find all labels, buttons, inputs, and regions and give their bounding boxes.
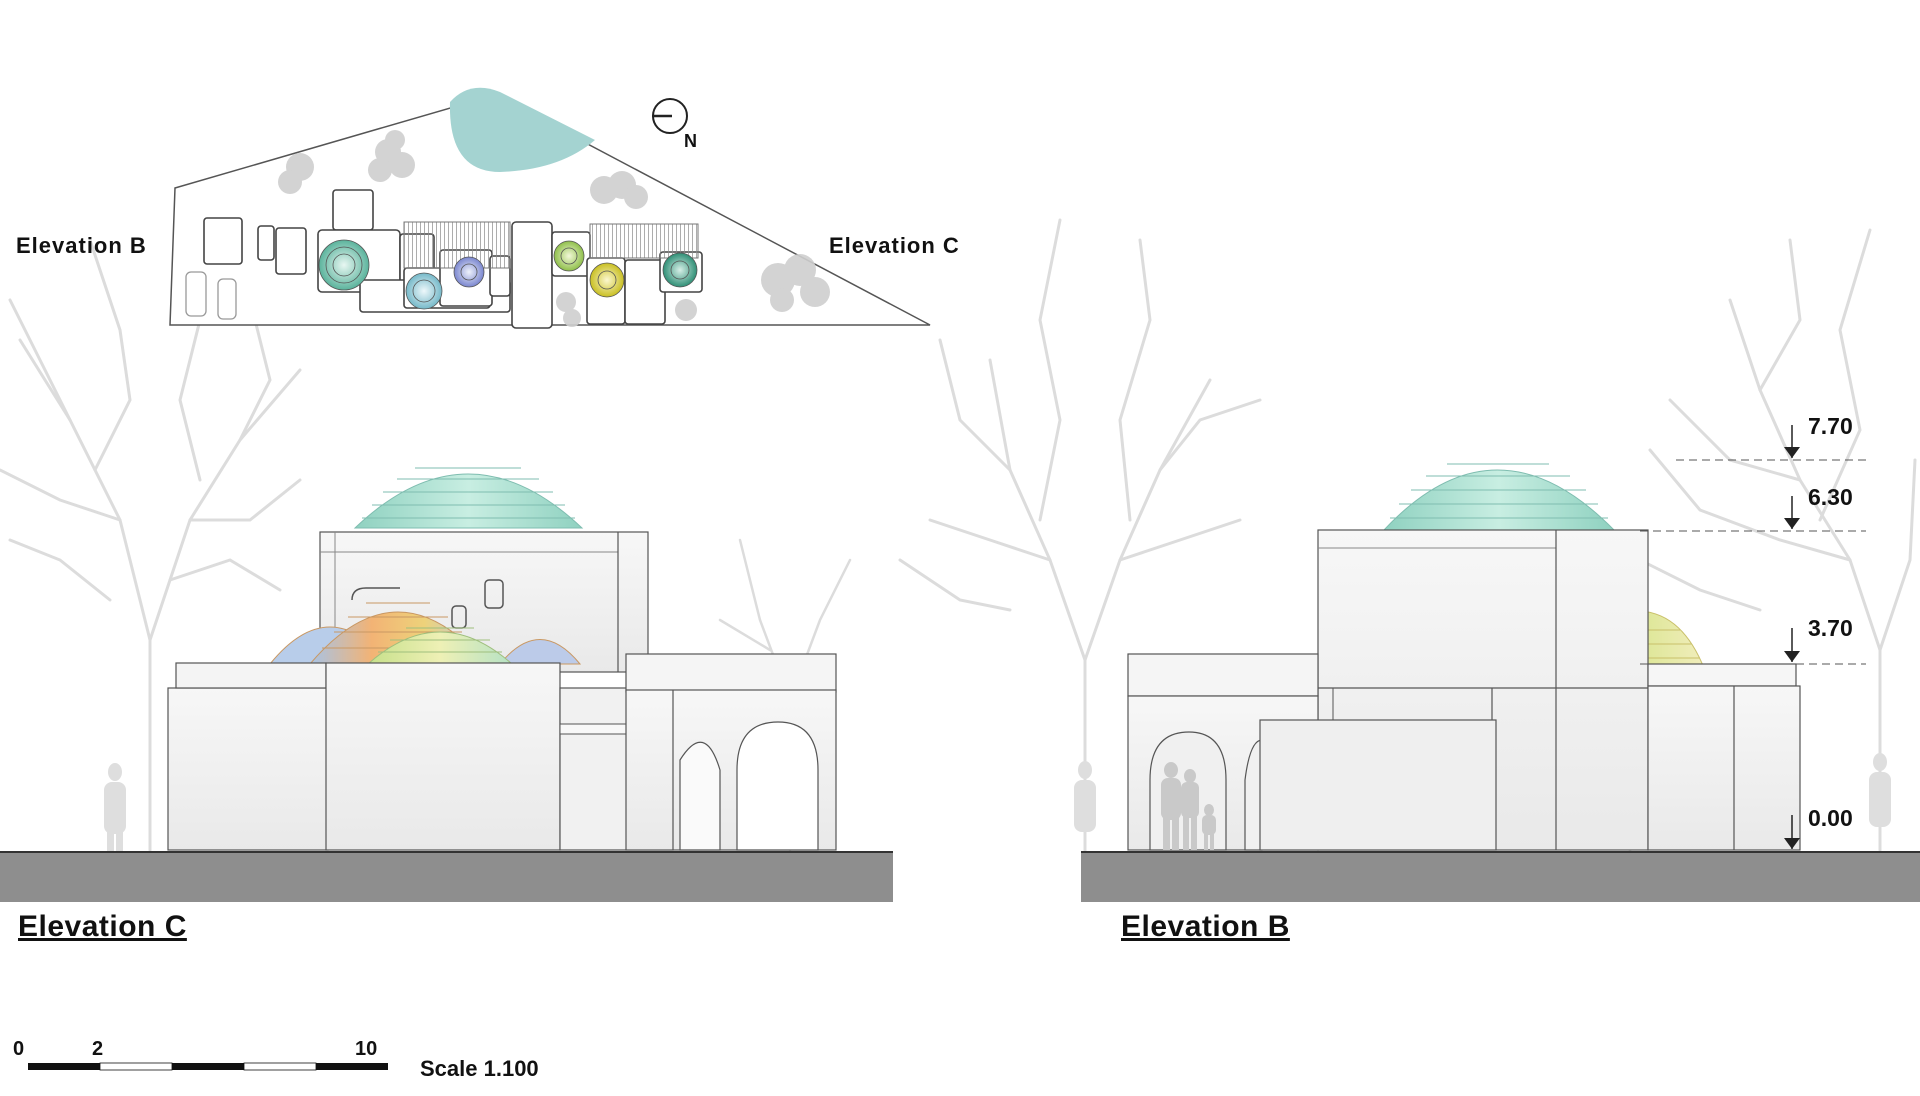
elevation-b-title: Elevation B: [1121, 910, 1290, 943]
ground: [1081, 852, 1920, 902]
north-label: N: [684, 131, 697, 151]
dome: [1382, 463, 1616, 531]
scale-tick-10: 10: [355, 1038, 378, 1060]
scale-bar: [28, 1062, 388, 1071]
scale-label: Scale 1.100: [420, 1056, 539, 1081]
level-label-0-00: 0.00: [1808, 805, 1853, 831]
scale-tick-2: 2: [92, 1038, 104, 1060]
plan-label-elevation-c: Elevation C: [829, 233, 960, 258]
north-arrow-icon: [652, 98, 688, 134]
level-marker-icon: [1784, 425, 1800, 849]
ground: [0, 852, 893, 902]
arch: [736, 721, 819, 851]
level-label-6-30: 6.30: [1808, 484, 1853, 510]
elevation-b-drawing: [1081, 425, 1920, 902]
background-people: [104, 753, 1891, 852]
plan-pergola: [403, 221, 511, 269]
people-silhouette-icon: [1161, 762, 1216, 850]
level-label-7-70: 7.70: [1808, 413, 1853, 439]
tree-icon: [898, 218, 1262, 857]
dome: [353, 467, 584, 529]
level-label-3-70: 3.70: [1808, 615, 1853, 641]
arch: [679, 741, 721, 851]
plan-pergola: [589, 223, 699, 259]
tree-icon: [1638, 228, 1917, 852]
dome: [268, 602, 582, 665]
car-icon: [185, 271, 237, 320]
elevation-c-drawing: [0, 467, 893, 902]
background-trees: [0, 218, 1917, 862]
plan-domes: [318, 239, 698, 310]
elevation-c-title: Elevation C: [18, 910, 187, 943]
pool: [449, 87, 595, 172]
scale-tick-0: 0: [13, 1038, 25, 1060]
plan-label-elevation-b: Elevation B: [16, 233, 147, 258]
level-lines: [1640, 459, 1866, 665]
site-plan: [169, 87, 931, 329]
